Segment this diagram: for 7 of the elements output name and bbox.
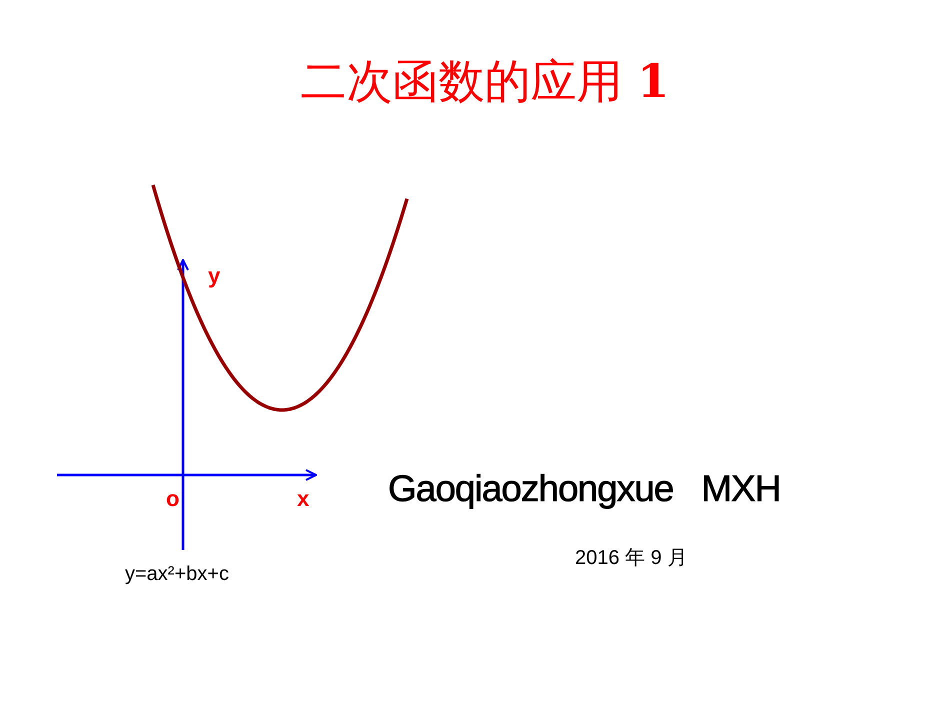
axis-label: x: [297, 488, 310, 510]
date-text: 2016 年 9 月: [575, 548, 688, 568]
title: 二次函数的应用 1: [300, 58, 670, 104]
origin-label: o: [166, 488, 180, 510]
author-text: Gaoqiaozhongxue MXH: [388, 470, 780, 507]
formula: y=ax²+bx+c: [125, 564, 229, 584]
axis-label: y: [208, 265, 220, 287]
